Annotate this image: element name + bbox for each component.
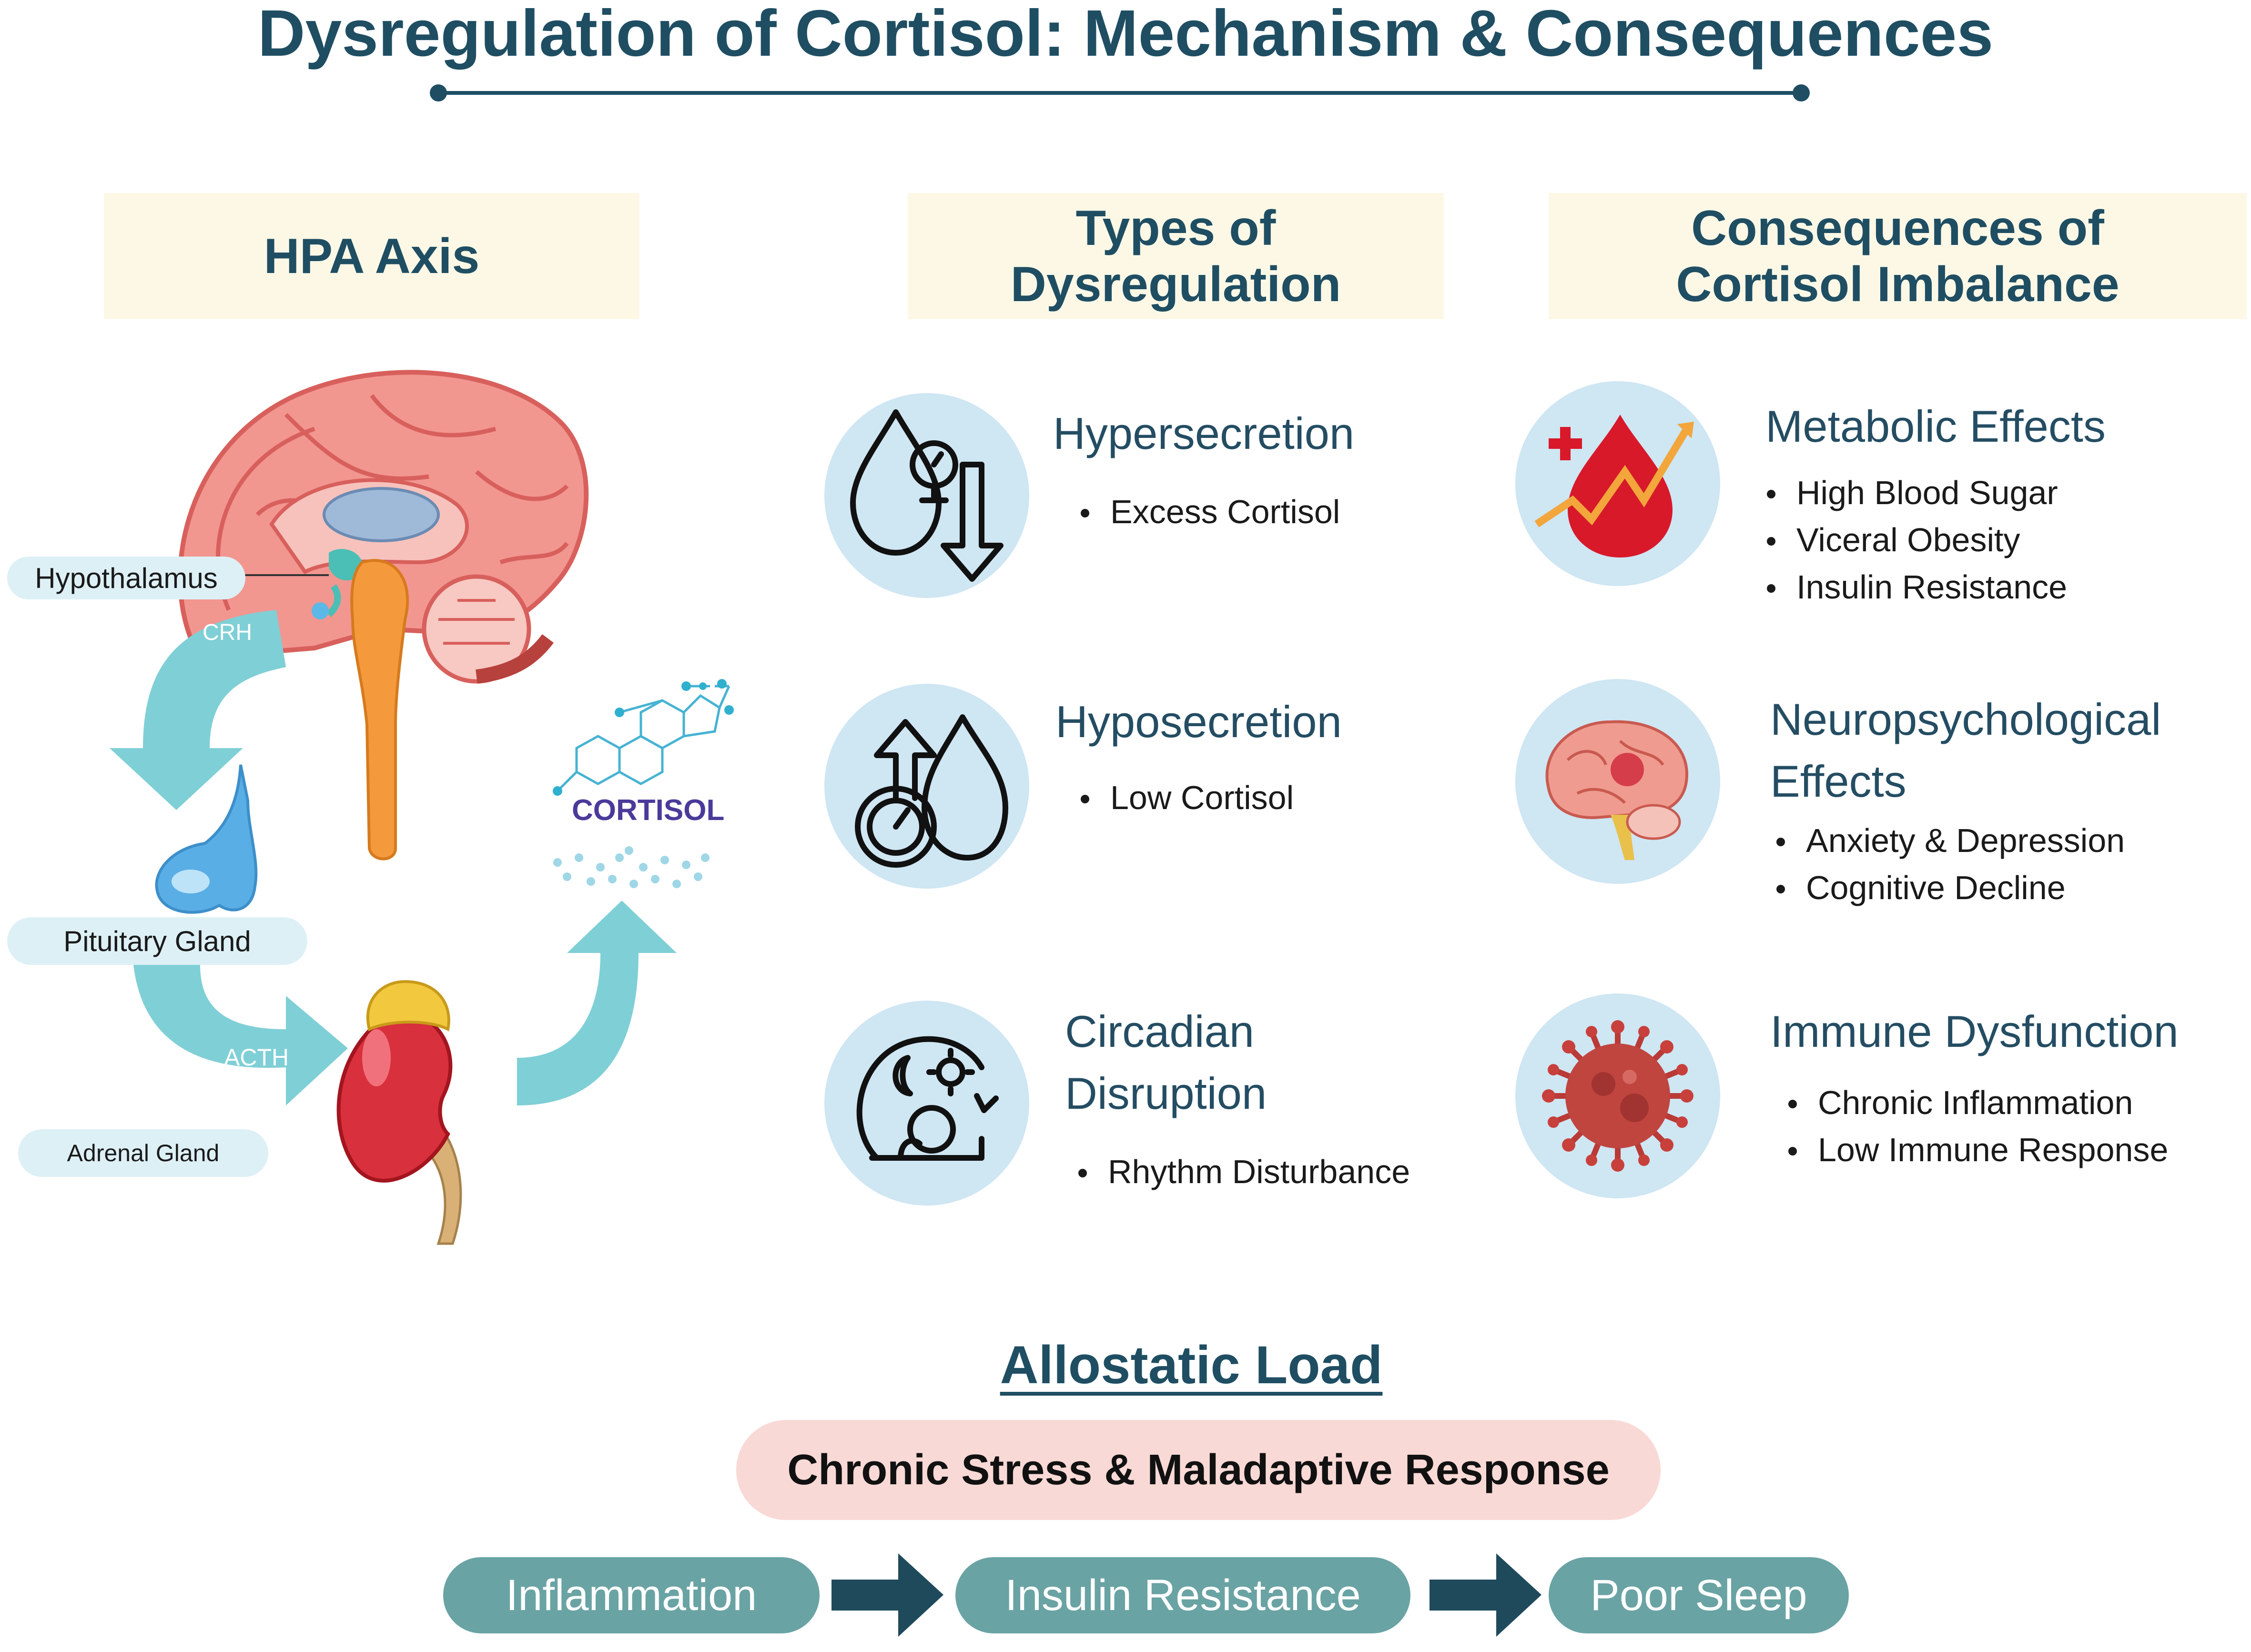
neuro-icon-circle — [1515, 679, 1720, 884]
cortisol-molecule-illustration — [557, 685, 730, 792]
list-item: Low Cortisol — [1077, 774, 1294, 821]
brain-illustration — [178, 370, 589, 861]
circadian-icon-circle — [824, 1001, 1029, 1206]
list-item: Anxiety & Depression — [1773, 817, 2125, 864]
hyposecretion-icon-circle — [824, 684, 1029, 889]
immune-icon-circle — [1515, 993, 1720, 1198]
allostatic-heading: Allostatic Load — [1000, 1335, 1383, 1395]
flow-arrow-icon — [1430, 1553, 1541, 1637]
immune-title: Immune Dysfunction — [1770, 1001, 2179, 1063]
title-underline — [430, 84, 1810, 101]
metabolic-icon-circle — [1515, 381, 1720, 586]
label-cortisol: CORTISOL — [572, 794, 725, 827]
column-header-hpa: HPA Axis — [104, 193, 639, 319]
hypersecretion-title: Hypersecretion — [1053, 403, 1354, 465]
list-item: Rhythm Disturbance — [1075, 1148, 1410, 1196]
label-hypothalamus: Hypothalamus — [7, 557, 245, 599]
sleep-moon-sun-icon — [856, 1036, 999, 1161]
virus-icon — [1542, 1020, 1693, 1172]
hpa-illustration — [110, 370, 734, 1245]
hyposecretion-title: Hyposecretion — [1055, 691, 1342, 753]
column-header-types: Types of Dysregulation — [908, 193, 1444, 319]
label-adrenal-gland: Adrenal Gland — [18, 1129, 268, 1177]
flow-step-insulin-resistance: Insulin Resistance — [955, 1557, 1410, 1633]
page-title: Dysregulation of Cortisol: Mechanism & C… — [257, 0, 1994, 70]
flow-step-poor-sleep: Poor Sleep — [1549, 1557, 1849, 1633]
metabolic-title-line: Metabolic Effects — [1765, 401, 2106, 451]
column-header-consequences: Consequences of Cortisol Imbalance — [1549, 193, 2247, 319]
list-item: Viceral Obesity — [1763, 517, 2067, 564]
list-item: Excess Cortisol — [1077, 488, 1340, 536]
blood-drop-trend-icon — [1534, 415, 1694, 557]
immune-title-line: Immune Dysfunction — [1770, 1006, 2179, 1056]
circadian-title: Circadian Disruption — [1065, 1001, 1267, 1125]
drop-gauge-up-arrow-icon — [855, 714, 1008, 868]
label-crh: CRH — [203, 620, 252, 645]
immune-bullets: Chronic Inflammation Low Immune Response — [1785, 1079, 2168, 1174]
drop-gauge-down-arrow-icon — [850, 409, 1004, 582]
metabolic-bullets: High Blood Sugar Viceral Obesity Insulin… — [1763, 469, 2067, 611]
neuro-title-line-1: Neuropsychological — [1770, 694, 2161, 744]
circadian-bullets: Rhythm Disturbance — [1075, 1148, 1410, 1196]
label-pituitary-gland: Pituitary Gland — [7, 917, 307, 965]
list-item: Cognitive Decline — [1773, 864, 2125, 912]
hyposecretion-bullets: Low Cortisol — [1077, 774, 1294, 821]
allostatic-banner: Chronic Stress & Maladaptive Response — [736, 1420, 1661, 1520]
hyposecretion-title-line: Hyposecretion — [1055, 697, 1342, 747]
hypersecretion-icon-circle — [824, 393, 1029, 598]
circadian-title-line-1: Circadian — [1065, 1006, 1255, 1056]
neuro-title-line-2: Effects — [1770, 756, 1906, 806]
hypersecretion-bullets: Excess Cortisol — [1077, 488, 1340, 536]
flow-arrow-icon — [831, 1553, 943, 1637]
brain-icon — [1545, 720, 1689, 860]
pituitary-illustration — [155, 764, 258, 914]
label-acth: ACTH — [224, 1044, 289, 1071]
list-item: Insulin Resistance — [1763, 564, 2067, 611]
neuro-title: Neuropsychological Effects — [1770, 689, 2161, 812]
list-item: Low Immune Response — [1785, 1126, 2168, 1174]
hypersecretion-title-line: Hypersecretion — [1053, 408, 1355, 458]
adrenal-kidney-illustration — [336, 980, 462, 1245]
metabolic-title: Metabolic Effects — [1765, 395, 2106, 457]
list-item: Chronic Inflammation — [1785, 1079, 2168, 1126]
list-item: High Blood Sugar — [1763, 469, 2067, 517]
neuro-bullets: Anxiety & Depression Cognitive Decline — [1773, 817, 2125, 912]
flow-step-inflammation: Inflammation — [443, 1557, 820, 1633]
circadian-title-line-2: Disruption — [1065, 1068, 1267, 1118]
